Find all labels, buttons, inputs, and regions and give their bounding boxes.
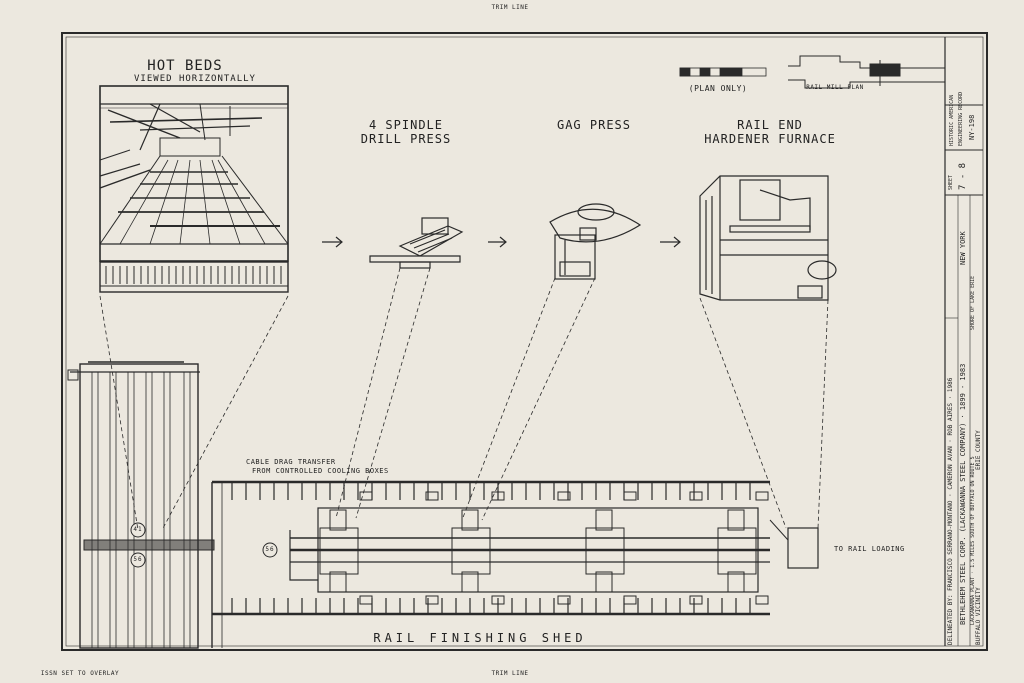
title-sheet-number: 7 - 8 (958, 162, 968, 190)
shed-clamp-top (689, 491, 703, 501)
footer-note: ISSN SET TO OVERLAY (40, 670, 120, 677)
shed-ties (231, 482, 751, 614)
title-location-sub: SHORE OF LAKE ERIE (970, 275, 976, 330)
shed-clamp-top (623, 491, 637, 501)
shed-clamp-top (755, 491, 769, 501)
shed-machine-bay (319, 527, 359, 575)
marker-41: 41 (133, 526, 143, 533)
shed-machine-bottom (329, 571, 347, 593)
shed-clamp-bottom (623, 595, 637, 605)
shed-clamp-top (491, 491, 505, 501)
hot-bed-rails (91, 372, 191, 648)
furnace-drawing (699, 175, 837, 301)
label-to-rail-loading: TO RAIL LOADING (834, 545, 905, 553)
shed-machine-bay (585, 527, 625, 575)
shed-machine-bay (717, 527, 757, 575)
shed-machine-top (329, 509, 347, 531)
trim-line-bottom: TRIM LINE (491, 670, 529, 677)
label-shed: RAIL FINISHING SHED (373, 631, 587, 645)
label-gag-press: GAG PRESS (556, 118, 632, 132)
key-plan (788, 55, 945, 89)
label-furnace-1: RAIL END (737, 118, 803, 132)
trim-line-top: TRIM LINE (491, 4, 529, 11)
shed-machine-bay (451, 527, 491, 575)
shed-machine-bottom (461, 571, 479, 593)
shed-clamp-bottom (755, 595, 769, 605)
shed-clamp-bottom (425, 595, 439, 605)
gag-press-drawing (549, 203, 642, 280)
label-furnace-2: HARDENER FURNACE (704, 132, 836, 146)
title-delineators: DELINEATED BY: FRANCISCO SERRANO-MONTANO… (947, 377, 954, 645)
title-survey-1: HISTORIC AMERICAN (949, 94, 955, 146)
shed-clamp-bottom (359, 595, 373, 605)
label-hot-beds-sub: VIEWED HORIZONTALLY (134, 74, 256, 84)
bed-markers (130, 522, 278, 568)
marker-56-a: 56 (133, 556, 143, 563)
title-state: NEW YORK (959, 231, 967, 265)
scale-bar (679, 67, 767, 77)
label-plan-only: (PLAN ONLY) (688, 84, 748, 93)
label-rail-mill-plan: RAIL MILL PLAN (806, 84, 864, 91)
shed-clamp-bottom (689, 595, 703, 605)
shed-units (319, 491, 769, 605)
title-record-number: NY-198 (968, 114, 976, 140)
label-cable-drag-2: FROM CONTROLLED COOLING BOXES (252, 467, 389, 475)
hot-beds-slats (105, 266, 282, 284)
shed-machine-top (595, 509, 613, 531)
drill-press-drawing (369, 217, 464, 269)
hot-beds-drawing (99, 85, 289, 293)
shed-machine-bottom (727, 571, 745, 593)
shed-machine-bottom (595, 571, 613, 593)
shed-clamp-top (359, 491, 373, 501)
label-cable-drag-1: CABLE DRAG TRANSFER (246, 458, 336, 466)
label-hot-beds: HOT BEDS (147, 58, 223, 74)
shed-clamp-top (425, 491, 439, 501)
title-sheet-label: SHEET (948, 174, 954, 190)
title-vicinity: BUFFALO VICINITY (975, 587, 982, 645)
label-spindle-1: 4 SPINDLE (368, 118, 444, 132)
shed-clamp-bottom (557, 595, 571, 605)
process-arrows (322, 236, 681, 248)
marker-56-b: 56 (265, 546, 275, 553)
shed-machine-top (727, 509, 745, 531)
label-spindle-2: DRILL PRESS (360, 132, 452, 146)
leader-lines (99, 267, 829, 531)
shed-clamp-top (557, 491, 571, 501)
shed-plan (211, 480, 819, 648)
shed-machine-top (461, 509, 479, 531)
title-survey-2: ENGINEERING RECORD (958, 91, 964, 146)
title-main: BETHLEHEM STEEL CORP. (LACKAWANNA STEEL … (959, 363, 967, 625)
title-county: ERIE COUNTY (975, 430, 982, 470)
shed-clamp-bottom (491, 595, 505, 605)
